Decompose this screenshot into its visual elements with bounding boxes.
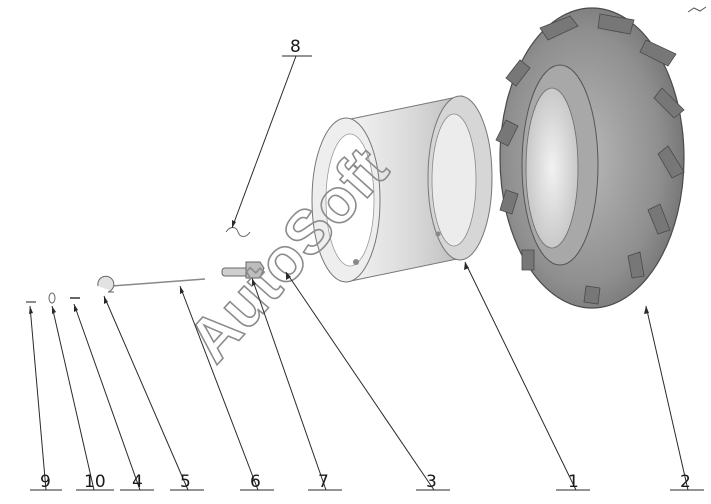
callout-6: 6	[250, 472, 261, 492]
callout-8: 8	[290, 37, 301, 57]
callout-leaders	[29, 55, 704, 491]
ring-part	[48, 292, 56, 304]
callout-9: 9	[40, 472, 51, 492]
valve-parts	[26, 227, 265, 304]
callout-5: 5	[180, 472, 191, 492]
tire-tread-lugs	[495, 13, 685, 305]
clip-part	[225, 227, 251, 237]
callout-4: 4	[132, 472, 143, 492]
callout-1: 1	[568, 472, 579, 492]
callout-2: 2	[680, 472, 691, 492]
valve-cap-part	[97, 275, 115, 293]
tire-part	[495, 7, 685, 309]
corner-mark-icon	[687, 6, 707, 13]
valve-stem-part	[111, 278, 206, 287]
callout-3: 3	[426, 472, 437, 492]
valve-nut-part	[245, 261, 265, 279]
rim-part	[311, 95, 493, 283]
callout-10: 10	[84, 472, 106, 492]
callout-labels: 1 2 3 4 5 6 7 8 9 10	[40, 37, 691, 492]
callout-7: 7	[318, 472, 329, 492]
